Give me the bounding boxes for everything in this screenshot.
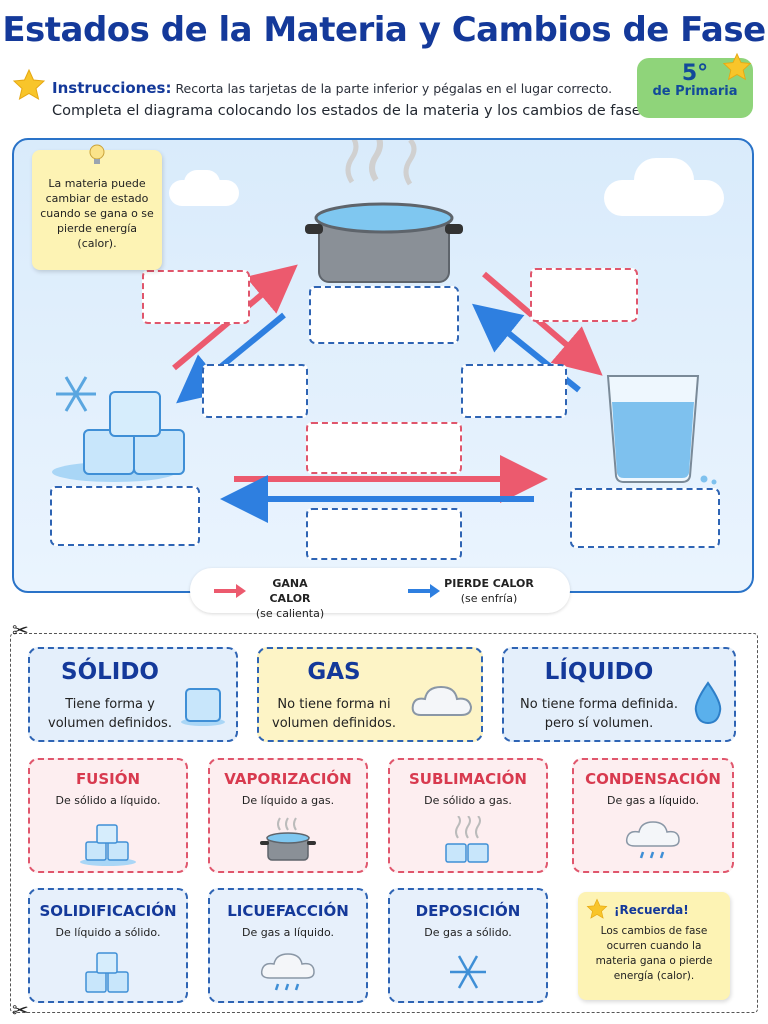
blue-arrow-icon: [408, 584, 440, 598]
grade-number: 5°: [681, 61, 709, 86]
phase-change-slot[interactable]: [142, 270, 250, 324]
card-desc: De gas a líquido.: [606, 794, 700, 807]
legend-lose-title: PIERDE CALOR: [444, 577, 534, 590]
phase-change-slot[interactable]: [202, 364, 308, 418]
phase-change-slot[interactable]: [306, 508, 462, 560]
ice-cubes-icon: [52, 391, 185, 482]
legend-gain-sub: (se calienta): [255, 607, 325, 620]
card-desc-line1: No tiene forma ni: [277, 697, 391, 712]
boiling-pot-icon: [305, 140, 463, 283]
card-desc-line1: Tiene forma y: [65, 697, 155, 712]
card-desc: No tiene forma ni volumen definidos.: [259, 695, 409, 733]
card-desc-line2: pero sí volumen.: [544, 716, 654, 731]
ice-cubes-icon: [85, 952, 129, 993]
scissors-icon: ✂: [12, 618, 29, 642]
card-sublimation[interactable]: SUBLIMACIÓN De sólido a gas.: [388, 758, 548, 873]
steaming-ice-icon: [445, 816, 489, 863]
ice-cubes-icon: [80, 824, 136, 866]
boiling-pot-icon: [260, 817, 316, 861]
phase-change-slot[interactable]: [461, 364, 567, 418]
card-desc: De gas a sólido.: [424, 926, 512, 939]
card-liquefaction[interactable]: LICUEFACCIÓN De gas a líquido.: [208, 888, 368, 1003]
rain-cloud-icon: [625, 821, 680, 859]
legend: GANA CALOR (se calienta) PIERDE CALOR (s…: [190, 568, 570, 620]
card-title: LICUEFACCIÓN: [227, 902, 349, 920]
card-title: SÓLIDO: [61, 659, 159, 685]
card-vaporization[interactable]: VAPORIZACIÓN De líquido a gas.: [208, 758, 368, 873]
card-condensation[interactable]: CONDENSACIÓN De gas a líquido.: [572, 758, 734, 873]
card-title: VAPORIZACIÓN: [224, 770, 352, 788]
star-icon: [12, 68, 46, 101]
state-slot-gas[interactable]: [309, 286, 459, 344]
reminder-title: ¡Recuerda!: [614, 903, 689, 917]
card-title: SOLIDIFICACIÓN: [39, 902, 177, 920]
card-liquid[interactable]: LÍQUIDO No tiene forma definida. pero sí…: [502, 647, 736, 742]
star-icon: [586, 898, 608, 919]
card-deposition[interactable]: DEPOSICIÓN De gas a sólido.: [388, 888, 548, 1003]
instructions: Instrucciones: Recorta las tarjetas de l…: [52, 79, 612, 97]
reminder-text: Los cambios de fase ocurren cuando la ma…: [595, 925, 713, 982]
legend-gain-title: GANA CALOR: [269, 577, 311, 605]
instructions-label: Instrucciones:: [52, 79, 172, 97]
instructions-line2: Completa el diagrama colocando los estad…: [52, 103, 646, 119]
phase-change-slot[interactable]: [530, 268, 638, 322]
cloud-decoration: [184, 170, 220, 196]
card-desc-line2: volumen definidos.: [48, 716, 172, 731]
snowflake-icon: [450, 955, 486, 989]
state-slot-solid[interactable]: [50, 486, 200, 546]
card-title: DEPOSICIÓN: [415, 902, 521, 920]
cutout-area: [10, 633, 758, 1013]
rain-cloud-icon: [260, 953, 315, 991]
card-title: CONDENSACIÓN: [585, 770, 721, 788]
water-drop-icon: [694, 681, 722, 725]
legend-lose-sub: (se enfría): [460, 592, 518, 605]
card-title: GAS: [307, 659, 361, 685]
card-title: FUSIÓN: [75, 770, 141, 788]
ice-cube-icon: [181, 688, 225, 726]
scissors-icon: ✂: [12, 998, 29, 1022]
reminder-note: ¡Recuerda! Los cambios de fase ocurren c…: [578, 892, 730, 1000]
card-desc: De gas a líquido.: [241, 926, 335, 939]
card-desc: Tiene forma y volumen definidos.: [30, 695, 190, 733]
card-gas[interactable]: GAS No tiene forma ni volumen definidos.: [257, 647, 483, 742]
star-icon: [722, 52, 752, 81]
page-title: Estados de la Materia y Cambios de Fase: [2, 10, 766, 50]
card-solidification[interactable]: SOLIDIFICACIÓN De líquido a sólido.: [28, 888, 188, 1003]
card-desc-line2: volumen definidos.: [272, 716, 396, 731]
card-desc: De líquido a gas.: [241, 794, 335, 807]
card-title: SUBLIMACIÓN: [409, 770, 527, 788]
card-fusion[interactable]: FUSIÓN De sólido a líquido.: [28, 758, 188, 873]
card-desc: De líquido a sólido.: [55, 926, 161, 939]
grade-label: de Primaria: [652, 84, 738, 99]
glass-of-water-icon: [606, 375, 717, 485]
lightbulb-icon: [89, 144, 105, 164]
card-solid[interactable]: SÓLIDO Tiene forma y volumen definidos.: [28, 647, 238, 742]
card-desc-line1: No tiene forma definida.: [520, 697, 678, 712]
legend-gain: GANA CALOR (se calienta): [250, 576, 330, 621]
info-note: La materia puede cambiar de estado cuand…: [32, 150, 162, 270]
cloud-icon: [411, 685, 473, 716]
red-arrow-icon: [214, 584, 246, 598]
card-desc: De sólido a gas.: [424, 794, 512, 807]
phase-diagram: [12, 138, 754, 593]
snowflake-icon: [56, 376, 96, 412]
card-title: LÍQUIDO: [544, 659, 654, 685]
card-desc: De sólido a líquido.: [55, 794, 161, 807]
cloud-decoration: [634, 158, 694, 202]
phase-change-slot[interactable]: [306, 422, 462, 474]
legend-lose: PIERDE CALOR (se enfría): [444, 576, 534, 606]
state-slot-liquid[interactable]: [570, 488, 720, 548]
instructions-text: Recorta las tarjetas de la parte inferio…: [175, 81, 613, 96]
card-desc: No tiene forma definida. pero sí volumen…: [504, 695, 694, 733]
